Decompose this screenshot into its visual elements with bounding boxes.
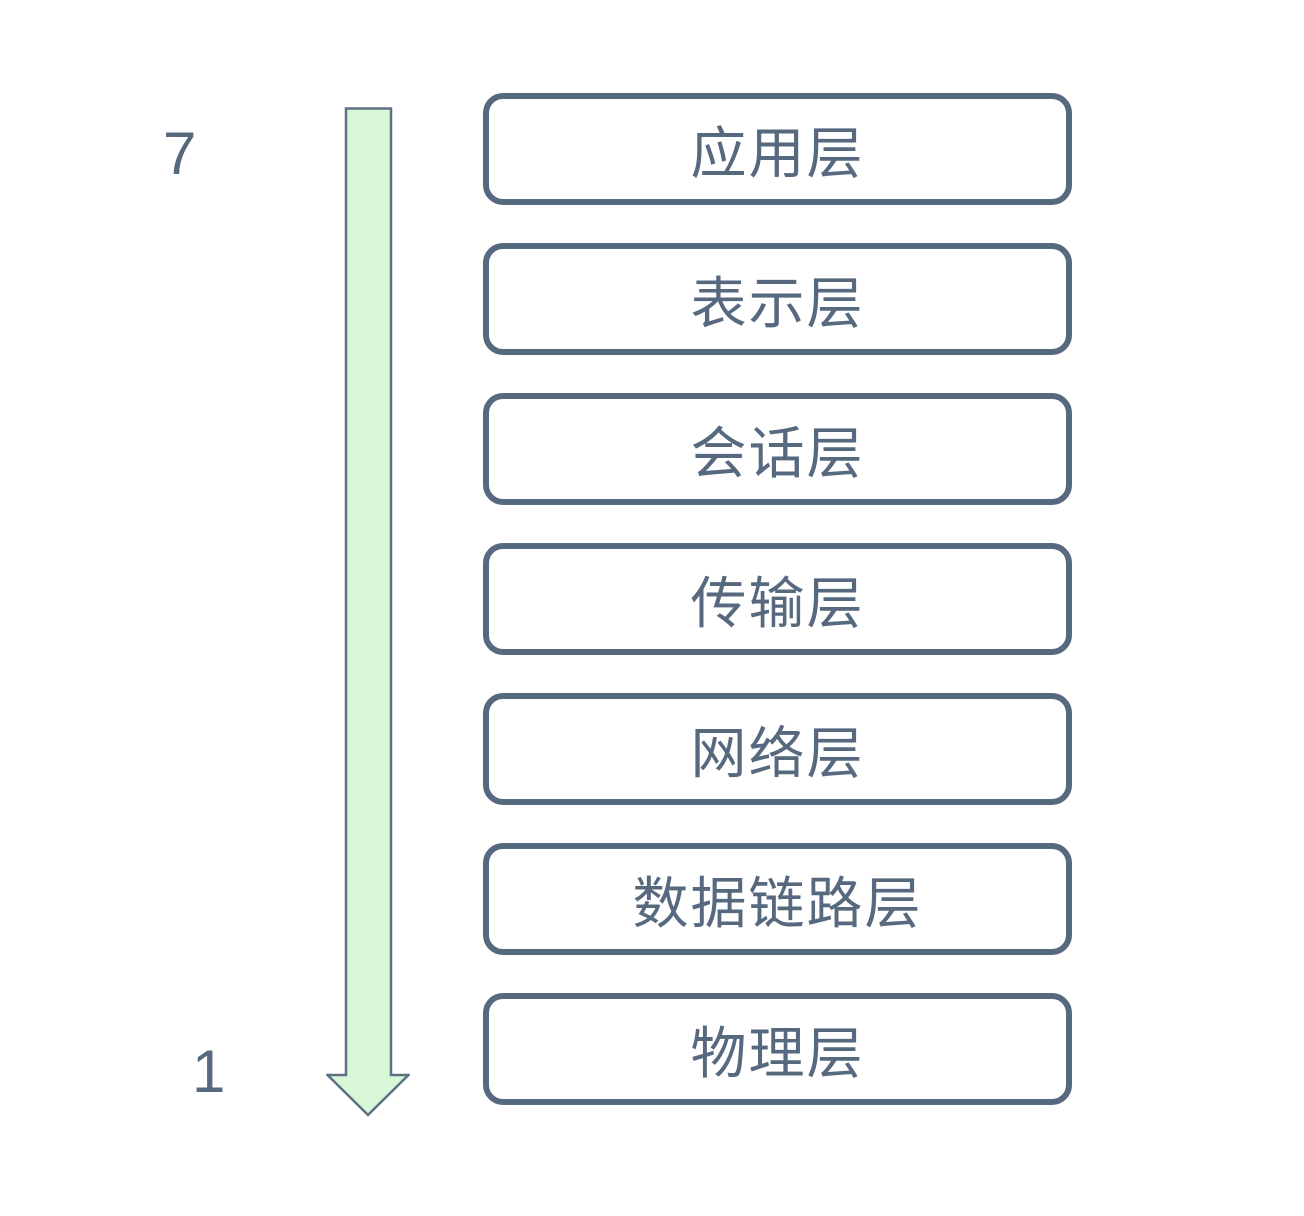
arrow-bottom-number: 1 xyxy=(192,1038,226,1105)
arrow-top-number: 7 xyxy=(163,120,197,187)
layer-label-presentation: 表示层 xyxy=(690,271,865,335)
layer-box-session: 会话层 xyxy=(483,393,1072,505)
down-arrow-icon xyxy=(326,107,410,1117)
layer-label-network: 网络层 xyxy=(690,721,865,785)
layer-label-session: 会话层 xyxy=(690,421,865,485)
layer-box-transport: 传输层 xyxy=(483,543,1072,655)
layer-label-physical: 物理层 xyxy=(690,1021,865,1085)
layer-box-application: 应用层 xyxy=(483,93,1072,205)
layer-box-physical: 物理层 xyxy=(483,993,1072,1105)
layer-stack: 应用层 表示层 会话层 传输层 网络层 数据链路层 物理层 xyxy=(483,93,1072,1105)
layer-label-transport: 传输层 xyxy=(690,571,865,635)
layer-box-network: 网络层 xyxy=(483,693,1072,805)
layer-label-data-link: 数据链路层 xyxy=(632,871,923,935)
layer-box-presentation: 表示层 xyxy=(483,243,1072,355)
layer-box-data-link: 数据链路层 xyxy=(483,843,1072,955)
layer-label-application: 应用层 xyxy=(690,121,865,185)
